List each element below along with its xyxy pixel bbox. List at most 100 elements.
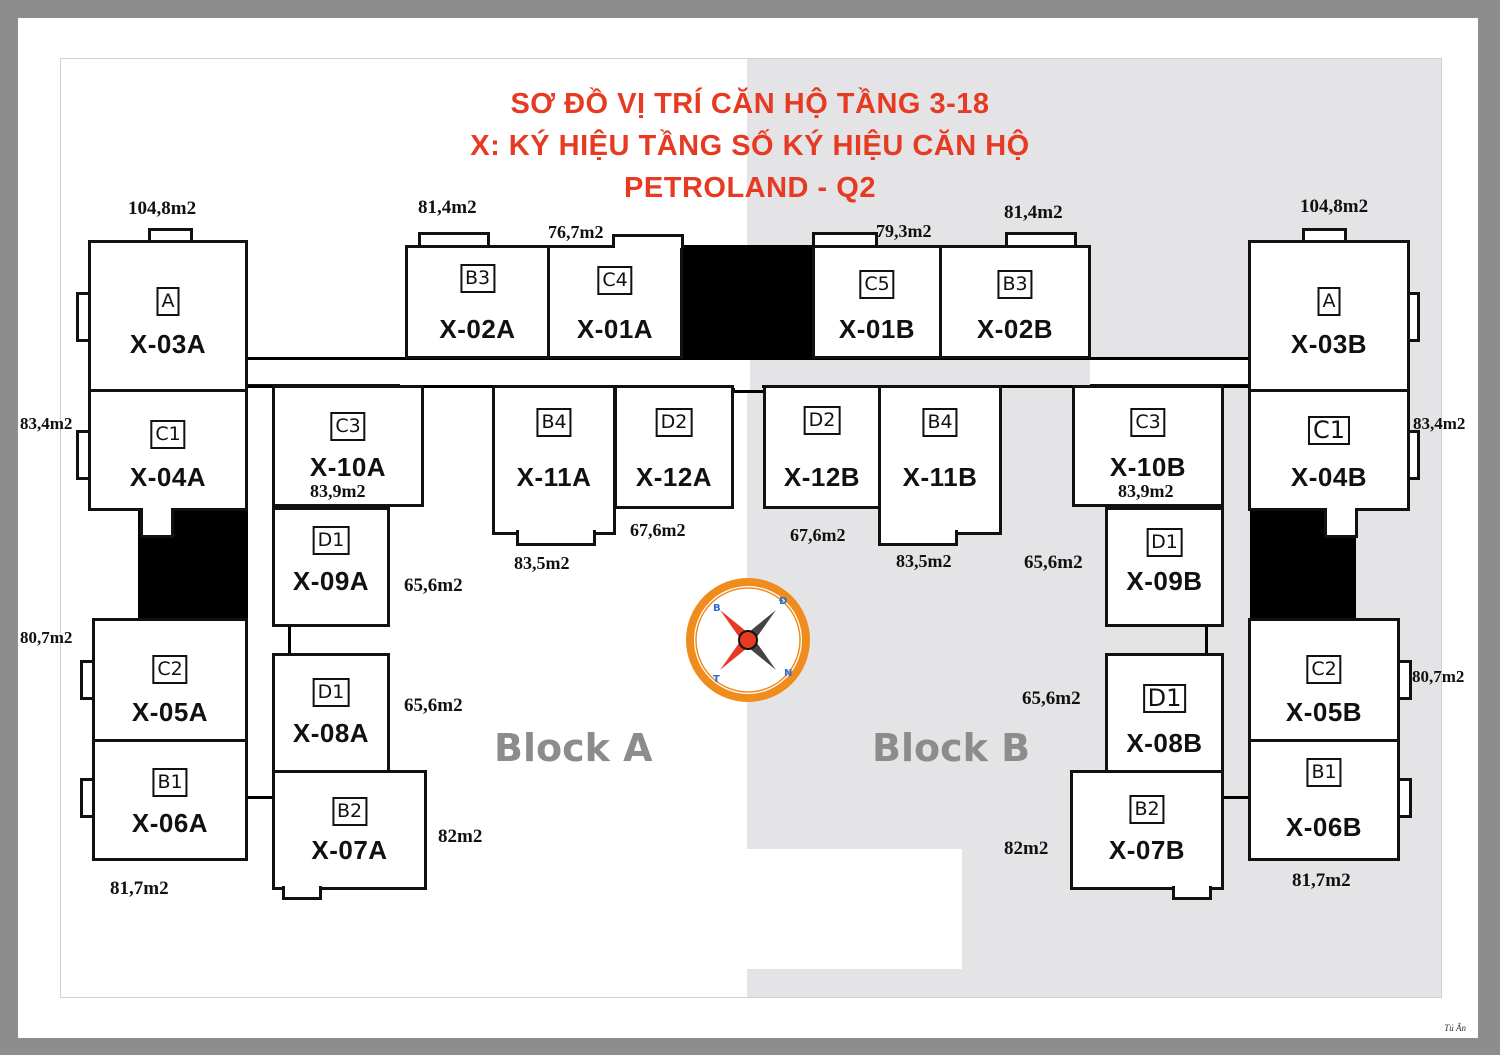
unit-type-badge: B4 bbox=[922, 408, 958, 437]
unit-type-badge: D2 bbox=[655, 408, 693, 437]
area-label-x12a: 67,6m2 bbox=[630, 520, 686, 540]
unit-x06b[interactable]: B1 X-06B bbox=[1248, 739, 1400, 861]
unit-code: X-01A bbox=[576, 314, 654, 344]
corridor-fill-b bbox=[750, 356, 1090, 390]
area-label-x12b: 67,6m2 bbox=[790, 525, 846, 545]
unit-x04b[interactable]: C1 X-04B bbox=[1248, 389, 1410, 511]
unit-x10a[interactable]: C3 X-10A bbox=[272, 385, 424, 507]
compass-hub bbox=[738, 630, 758, 650]
unit-x11b-tab-bottom bbox=[878, 530, 958, 546]
unit-code: X-10A bbox=[309, 452, 387, 482]
unit-x02b[interactable]: B3 X-02B bbox=[939, 245, 1091, 359]
unit-x06b-tab-right bbox=[1396, 778, 1412, 818]
unit-x11a[interactable]: B4 X-11A bbox=[492, 385, 616, 535]
unit-type-badge: C2 bbox=[152, 655, 188, 684]
area-label-x06b: 81,7m2 bbox=[1292, 870, 1351, 891]
compass-icon: B Đ N T bbox=[686, 578, 810, 702]
unit-code: X-12A bbox=[635, 462, 713, 492]
corridor-link-a bbox=[246, 796, 276, 799]
corridor-link-a2 bbox=[288, 625, 291, 655]
unit-x07a-tab-bottom bbox=[282, 886, 322, 900]
unit-x12b[interactable]: D2 X-12B bbox=[763, 385, 881, 509]
unit-x05b-tab-right bbox=[1396, 660, 1412, 700]
unit-x07a[interactable]: B2 X-07A bbox=[272, 770, 427, 890]
block-a-label: Block A bbox=[494, 726, 653, 770]
compass-letter-s: N bbox=[784, 668, 792, 679]
unit-code: X-03B bbox=[1290, 329, 1368, 359]
unit-type-badge: C1 bbox=[150, 420, 186, 449]
unit-code: X-02B bbox=[976, 314, 1054, 344]
corridor-link-b2 bbox=[1205, 625, 1208, 655]
unit-type-badge: B1 bbox=[1306, 758, 1342, 787]
area-label-x02b: 81,4m2 bbox=[1004, 202, 1063, 223]
unit-type-badge: C2 bbox=[1306, 655, 1342, 684]
unit-type-badge: A bbox=[156, 287, 180, 316]
unit-x02b-tab-top bbox=[1005, 232, 1077, 248]
unit-x08b[interactable]: D1 X-08B bbox=[1105, 653, 1224, 773]
unit-code: X-08B bbox=[1126, 728, 1203, 758]
credit-signature: Tú Ân bbox=[1444, 1023, 1466, 1033]
unit-code: X-09B bbox=[1126, 566, 1203, 596]
unit-x01b[interactable]: C5 X-01B bbox=[812, 245, 942, 359]
unit-x08a[interactable]: D1 X-08A bbox=[272, 653, 390, 773]
unit-x04b-tab-bottom bbox=[1324, 508, 1358, 538]
corridor-edge-bottom-a bbox=[248, 385, 732, 388]
unit-code: X-10B bbox=[1109, 452, 1187, 482]
unit-x02a-tab-top bbox=[418, 232, 490, 248]
unit-code: X-08A bbox=[292, 718, 370, 748]
unit-code: X-04B bbox=[1290, 462, 1368, 492]
area-label-x07a: 82m2 bbox=[438, 826, 483, 847]
unit-type-badge: D1 bbox=[312, 526, 350, 555]
area-label-x01a: 76,7m2 bbox=[548, 222, 604, 242]
area-label-x03b: 104,8m2 bbox=[1300, 196, 1369, 217]
unit-x06a[interactable]: B1 X-06A bbox=[92, 739, 248, 861]
unit-x01a[interactable]: C4 X-01A bbox=[547, 245, 683, 359]
unit-code: X-01B bbox=[838, 314, 916, 344]
unit-x03b[interactable]: A X-03B bbox=[1248, 240, 1410, 392]
title-line-1: SƠ ĐỒ VỊ TRÍ CĂN HỘ TẦNG 3-18 bbox=[510, 88, 990, 120]
unit-x02a[interactable]: B3 X-02A bbox=[405, 245, 550, 359]
area-label-x08b: 65,6m2 bbox=[1022, 688, 1081, 709]
unit-x04a-tab-bottom bbox=[140, 508, 174, 538]
area-label-x01b: 79,3m2 bbox=[876, 221, 932, 241]
unit-code: X-07B bbox=[1108, 835, 1186, 865]
unit-type-badge: B4 bbox=[536, 408, 572, 437]
unit-x09b[interactable]: D1 X-09B bbox=[1105, 507, 1224, 627]
unit-type-badge: B3 bbox=[459, 264, 496, 293]
unit-type-badge: C1 bbox=[1307, 416, 1351, 445]
unit-x03a[interactable]: A X-03A bbox=[88, 240, 248, 392]
unit-type-badge: D2 bbox=[803, 406, 841, 435]
unit-x05b[interactable]: C2 X-05B bbox=[1248, 618, 1400, 742]
unit-code: X-11A bbox=[516, 462, 592, 492]
unit-code: X-02A bbox=[439, 314, 516, 344]
compass-inner-ring bbox=[695, 587, 801, 693]
unit-type-badge: D1 bbox=[312, 678, 350, 707]
compass-letter-w: T bbox=[713, 674, 720, 685]
title-line-3: PETROLAND - Q2 bbox=[624, 172, 876, 204]
unit-type-badge: B1 bbox=[152, 768, 188, 797]
blank-patch bbox=[747, 849, 962, 969]
unit-x09a[interactable]: D1 X-09A bbox=[272, 507, 390, 627]
unit-type-badge: B2 bbox=[1129, 795, 1165, 824]
unit-x01b-tab-top bbox=[812, 232, 878, 248]
compass-letter-e: Đ bbox=[779, 596, 787, 607]
corridor-joint-mid bbox=[732, 390, 764, 393]
title-line-2: X: KÝ HIỆU TẦNG SỐ KÝ HIỆU CĂN HỘ bbox=[470, 130, 1030, 162]
unit-x12a[interactable]: D2 X-12A bbox=[614, 385, 734, 509]
unit-code: X-03A bbox=[129, 329, 207, 359]
area-label-x11a: 83,5m2 bbox=[514, 553, 570, 573]
area-label-x05a: 80,7m2 bbox=[20, 628, 73, 647]
unit-x05a[interactable]: C2 X-05A bbox=[92, 618, 248, 742]
unit-x04a[interactable]: C1 X-04A bbox=[88, 389, 248, 511]
corridor-edge-top bbox=[240, 357, 1255, 360]
unit-code: X-05A bbox=[131, 697, 209, 727]
unit-x11b[interactable]: B4 X-11B bbox=[878, 385, 1002, 535]
area-label-x06a: 81,7m2 bbox=[110, 878, 169, 899]
unit-code: X-06A bbox=[131, 808, 209, 838]
unit-x10b[interactable]: C3 X-10B bbox=[1072, 385, 1224, 507]
unit-code: X-11B bbox=[902, 462, 978, 492]
unit-type-badge: D1 bbox=[1142, 684, 1187, 713]
unit-x07b[interactable]: B2 X-07B bbox=[1070, 770, 1224, 890]
elevator-shaft-center bbox=[680, 245, 825, 358]
area-label-x04a: 83,4m2 bbox=[20, 414, 73, 433]
